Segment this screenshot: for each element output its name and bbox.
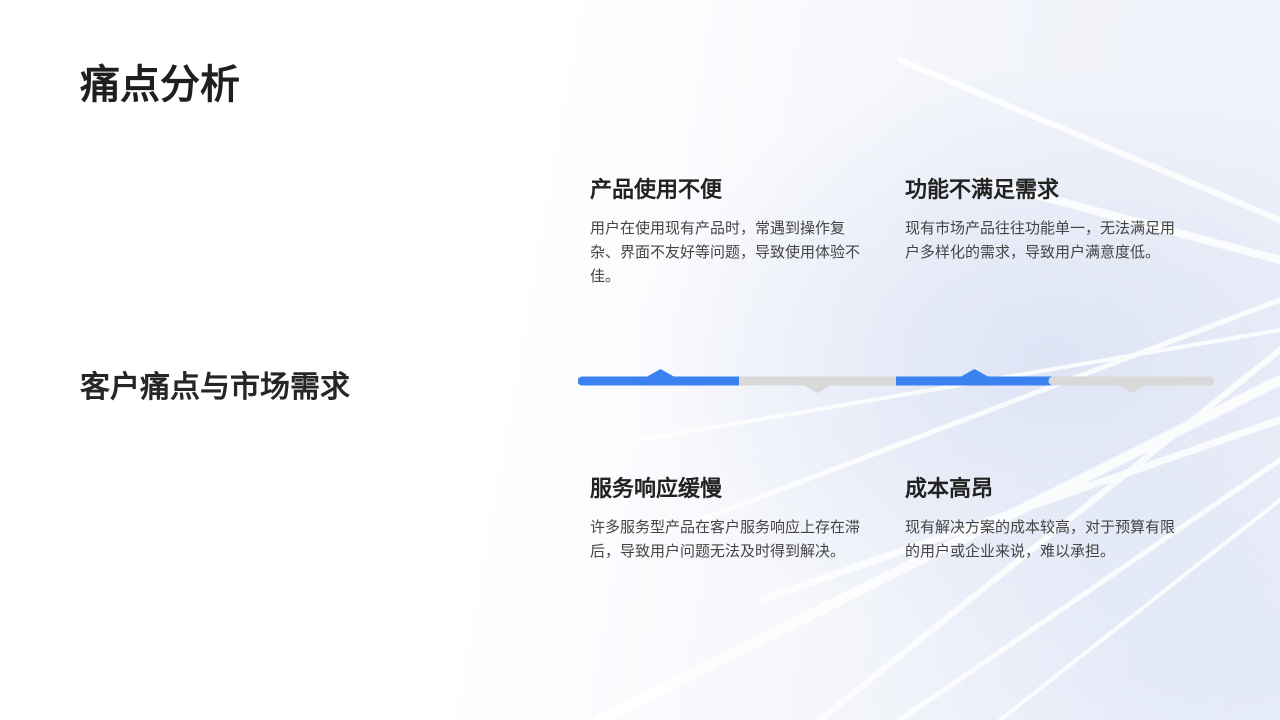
pain-point-title: 服务响应缓慢 <box>590 477 723 502</box>
pain-point-card: 成本高昂 现有解决方案的成本较高，对于预算有限的用户或企业来说，难以承担。 <box>905 477 1175 563</box>
timeline-marker <box>958 369 991 378</box>
slide-subtitle: 客户痛点与市场需求 <box>80 370 350 405</box>
timeline-marker <box>1115 384 1148 393</box>
pain-point-title: 产品使用不便 <box>590 178 723 203</box>
timeline-marker <box>801 384 834 393</box>
pain-point-card: 功能不满足需求 现有市场产品往往功能单一，无法满足用户多样化的需求，导致用户满意… <box>905 178 1175 264</box>
pain-point-description: 现有解决方案的成本较高，对于预算有限的用户或企业来说，难以承担。 <box>905 518 1176 561</box>
progress-timeline <box>578 369 1214 393</box>
timeline-marker <box>644 369 677 378</box>
pain-point-title: 成本高昂 <box>905 477 994 502</box>
pain-point-description: 许多服务型产品在客户服务响应上存在滞后，导致用户问题无法及时得到解决。 <box>590 518 861 561</box>
page-title: 痛点分析 <box>80 62 240 108</box>
pain-point-card: 服务响应缓慢 许多服务型产品在客户服务响应上存在滞后，导致用户问题无法及时得到解… <box>590 477 860 563</box>
pain-point-card: 产品使用不便 用户在使用现有产品时，常遇到操作复杂、界面不友好等问题，导致使用体… <box>590 178 860 288</box>
pain-point-description: 现有市场产品往往功能单一，无法满足用户多样化的需求，导致用户满意度低。 <box>905 219 1176 262</box>
pain-point-title: 功能不满足需求 <box>905 178 1060 203</box>
pain-point-description: 用户在使用现有产品时，常遇到操作复杂、界面不友好等问题，导致使用体验不佳。 <box>590 219 861 286</box>
